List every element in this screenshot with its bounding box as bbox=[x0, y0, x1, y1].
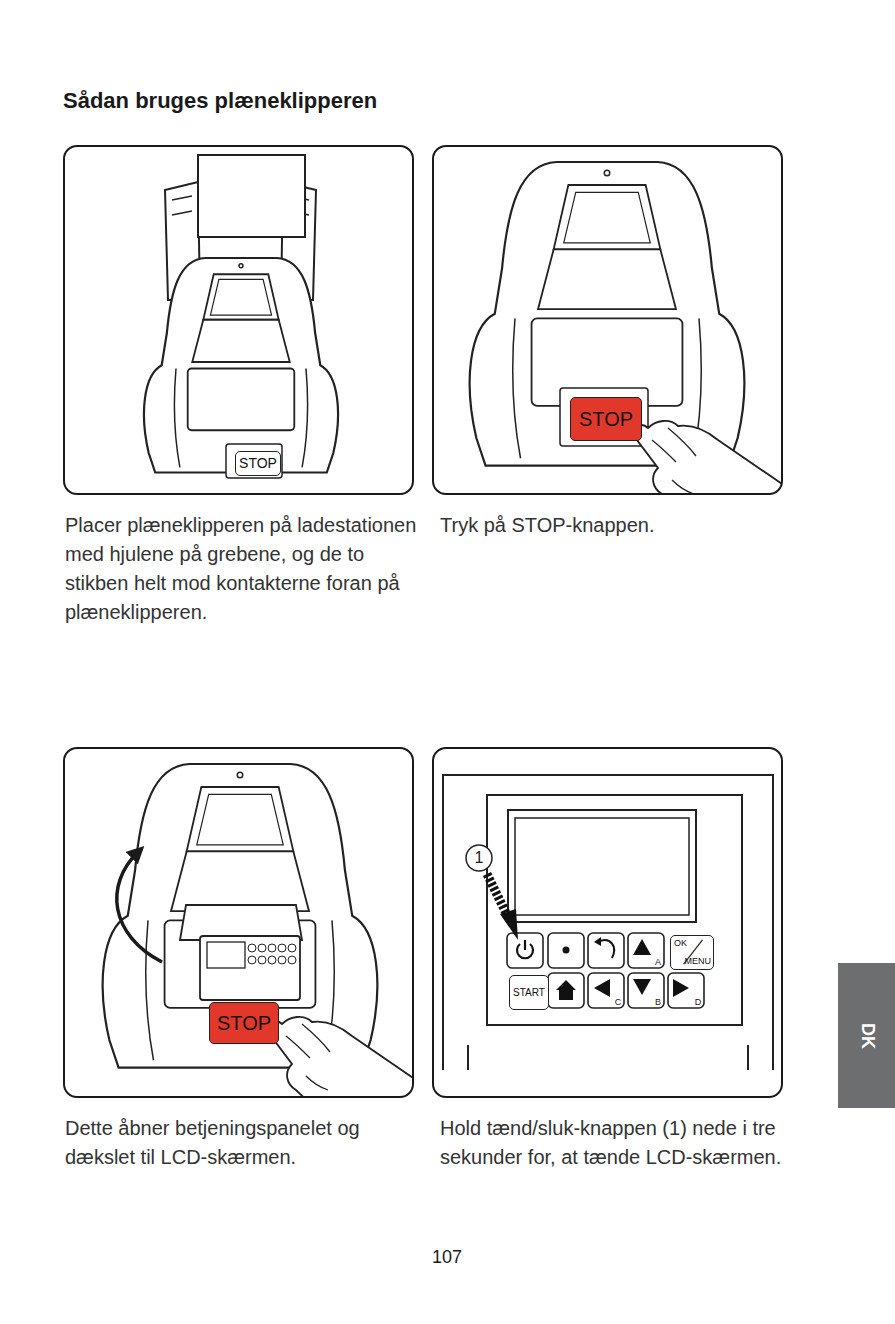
mower-drawing bbox=[103, 764, 378, 1068]
button-text: STOP bbox=[579, 408, 633, 430]
key-text: MENU bbox=[685, 957, 712, 966]
step-caption: Tryk på STOP-knappen. bbox=[440, 511, 792, 540]
panel-3-art bbox=[103, 764, 413, 1096]
step-caption: Dette åbner betjeningspanelet og dækslet… bbox=[65, 1114, 417, 1172]
panel-2-art bbox=[470, 162, 782, 494]
tab-text: DK bbox=[857, 1022, 877, 1048]
panel-1-art bbox=[144, 155, 338, 478]
key-letter: C bbox=[615, 998, 622, 1007]
station-plate bbox=[198, 155, 305, 237]
keypad-frame bbox=[443, 775, 773, 1070]
mower-drawing bbox=[470, 162, 745, 466]
mower-drawing bbox=[144, 258, 338, 473]
button-text: STOP bbox=[239, 456, 277, 471]
illustration-panel: Hold tænd/sluk-knappen (1) nede i tre se… bbox=[432, 747, 783, 1098]
hand-drawing bbox=[268, 1017, 413, 1096]
dot-icon bbox=[563, 947, 570, 954]
button-text: STOP bbox=[217, 1012, 271, 1034]
mini-screen bbox=[207, 942, 245, 968]
power-icon bbox=[517, 940, 533, 958]
home-icon bbox=[556, 980, 576, 1000]
up-icon bbox=[633, 939, 651, 955]
mini-buttons bbox=[248, 944, 296, 964]
menu-key: OK MENU bbox=[670, 935, 714, 970]
lcd-frame bbox=[508, 810, 696, 922]
illustration-panel: Placer plæneklipperen på ladestationen m… bbox=[63, 145, 414, 495]
callout-arrowhead bbox=[500, 909, 518, 940]
key-buttons bbox=[507, 933, 704, 1008]
key-letter: B bbox=[655, 998, 661, 1007]
callout-arrow bbox=[487, 874, 508, 917]
key-text: OK bbox=[674, 939, 687, 948]
stop-button: STOP bbox=[570, 397, 642, 441]
stop-button: STOP bbox=[235, 451, 281, 476]
down-icon bbox=[633, 979, 651, 995]
mini-keypad bbox=[200, 936, 300, 1000]
key-letter: D bbox=[695, 998, 702, 1007]
back-icon bbox=[594, 937, 601, 946]
callout-circle bbox=[466, 845, 492, 871]
step-caption: Placer plæneklipperen på ladestationen m… bbox=[65, 511, 417, 627]
stop-button: STOP bbox=[209, 1002, 279, 1044]
opened-lid bbox=[180, 905, 302, 940]
illustration-panel: Dette åbner betjeningspanelet og dækslet… bbox=[63, 747, 414, 1098]
start-key: START bbox=[509, 975, 549, 1010]
language-tab: DK bbox=[838, 963, 895, 1108]
key-letter: A bbox=[655, 958, 661, 967]
lcd-screen bbox=[515, 818, 689, 915]
hand-drawing bbox=[634, 421, 782, 494]
button-text: START bbox=[513, 987, 545, 998]
left-icon bbox=[594, 979, 610, 997]
step-caption: Hold tænd/sluk-knappen (1) nede i tre se… bbox=[440, 1114, 792, 1172]
page-title: Sådan bruges plæneklipperen bbox=[63, 88, 377, 114]
button-recess bbox=[560, 388, 648, 446]
button-recess bbox=[226, 444, 282, 478]
open-arrow bbox=[117, 852, 162, 962]
illustration-panel: Tryk på STOP-knappen.STOP bbox=[432, 145, 783, 495]
right-icon bbox=[673, 979, 689, 997]
keypad-frame bbox=[468, 1045, 748, 1070]
callout-number: 1 bbox=[475, 850, 484, 866]
keypad-panel bbox=[487, 795, 742, 1025]
page-number: 107 bbox=[432, 1248, 462, 1266]
keypad-drawing bbox=[443, 775, 773, 1070]
